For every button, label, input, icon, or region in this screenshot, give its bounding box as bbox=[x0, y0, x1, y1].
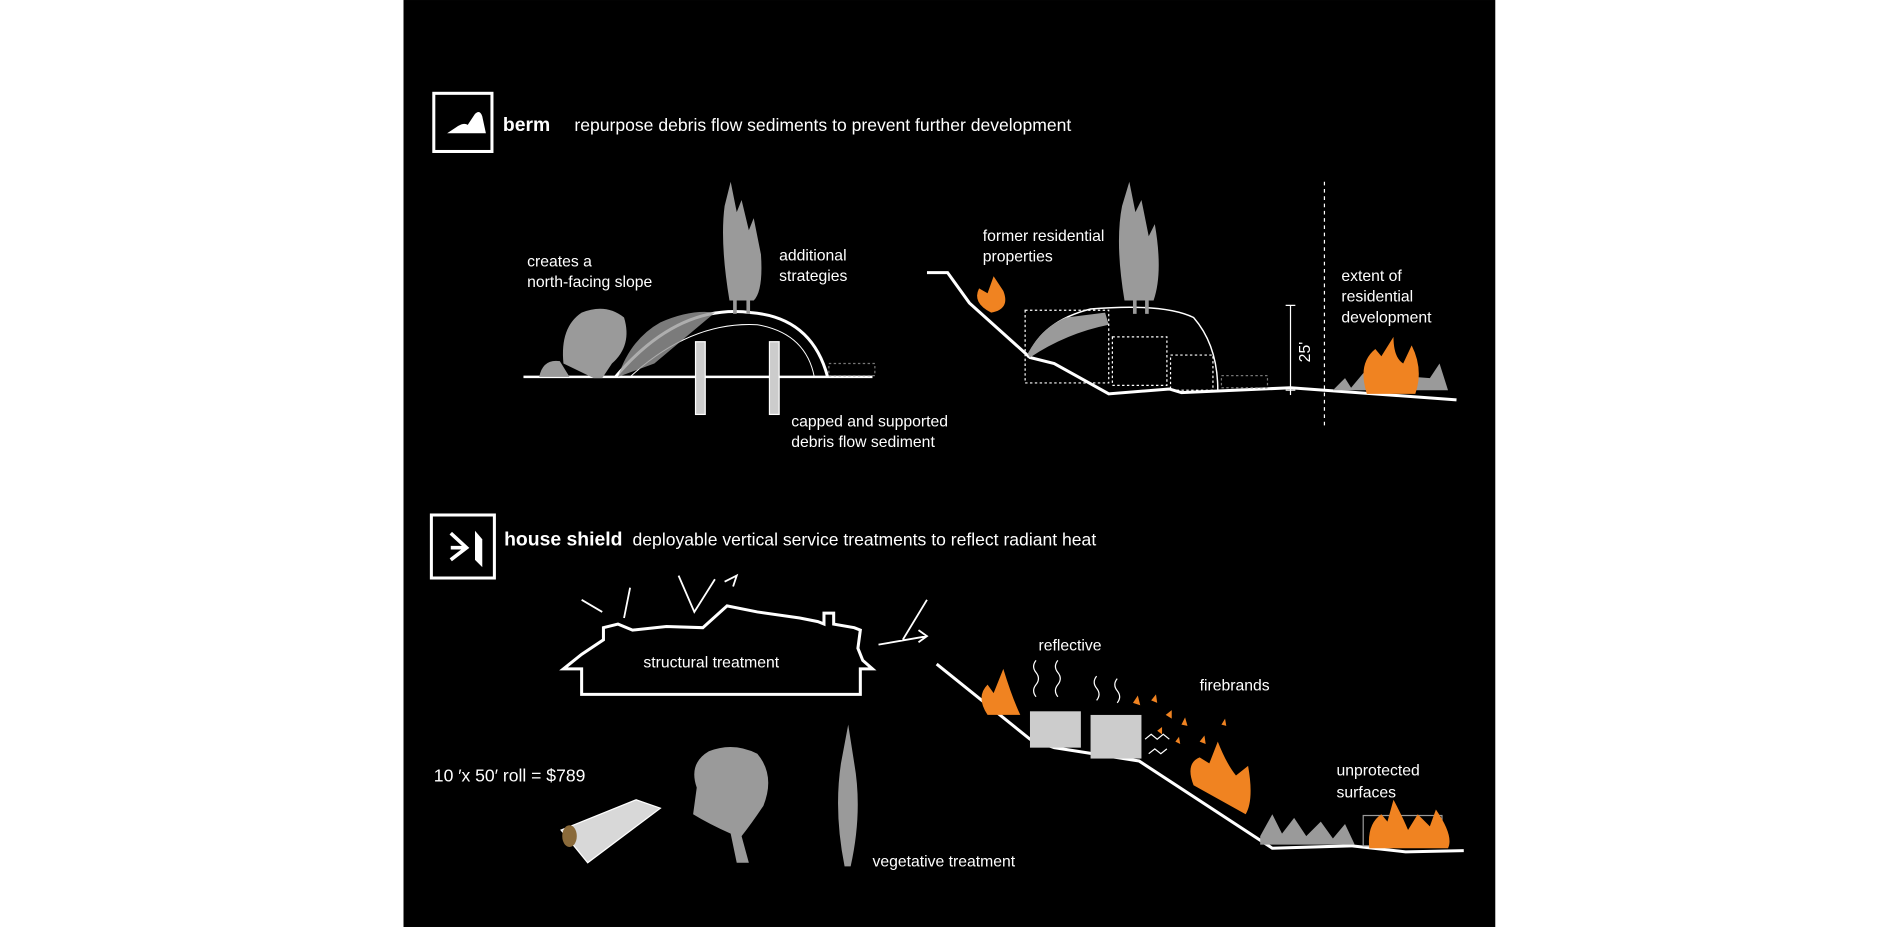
label-strategies-1: additional bbox=[779, 248, 846, 265]
fire-icon bbox=[981, 668, 1021, 715]
label-slope-1: creates a bbox=[527, 254, 592, 271]
label-extent-1: extent of bbox=[1341, 268, 1402, 285]
label-former-2: properties bbox=[983, 249, 1053, 266]
reflective-panel bbox=[1029, 711, 1081, 748]
cypress-tree-icon bbox=[838, 724, 858, 867]
tree-icon bbox=[693, 746, 769, 863]
reflection-arrows bbox=[581, 573, 929, 646]
shield-reflect-icon bbox=[429, 513, 496, 580]
cypress-tree-icon bbox=[1118, 181, 1159, 301]
support-pillar bbox=[768, 341, 780, 416]
label-vegetative: vegetative treatment bbox=[872, 853, 1015, 870]
berm-description: repurpose debris flow sediments to preve… bbox=[574, 115, 1071, 135]
house-outline bbox=[559, 573, 929, 696]
slope-section bbox=[935, 660, 1464, 854]
label-extent-3: development bbox=[1341, 309, 1432, 326]
support-pillar bbox=[694, 341, 706, 416]
label-former-1: former residential bbox=[983, 228, 1105, 245]
label-strategies-2: strategies bbox=[779, 268, 847, 285]
berm-icon bbox=[432, 91, 494, 153]
house-shield-description: deployable vertical service treatments t… bbox=[633, 529, 1097, 549]
label-dimension: 25' bbox=[1297, 342, 1314, 363]
house-shield-title: house shield bbox=[504, 528, 622, 550]
foil-roll-icon bbox=[560, 799, 662, 864]
label-extent-2: residential bbox=[1341, 289, 1413, 306]
label-firebrands: firebrands bbox=[1200, 678, 1270, 695]
heat-waves bbox=[1033, 660, 1121, 704]
label-unprotected-2: surfaces bbox=[1337, 784, 1397, 801]
reflective-panel bbox=[1090, 714, 1142, 759]
panel-background bbox=[403, 0, 1496, 927]
label-sediment-2: debris flow sediment bbox=[791, 434, 935, 451]
berm-title: berm bbox=[503, 114, 550, 136]
fire-icon bbox=[1363, 336, 1419, 394]
fire-icon bbox=[1368, 799, 1450, 849]
label-structural: structural treatment bbox=[643, 655, 779, 672]
label-sediment-1: capped and supported bbox=[791, 414, 948, 431]
label-unprotected-1: unprotected bbox=[1337, 763, 1420, 780]
berm-section-left bbox=[523, 181, 876, 416]
cypress-tree-icon bbox=[723, 181, 762, 301]
fire-icon bbox=[1190, 741, 1251, 815]
fire-icon bbox=[977, 276, 1006, 313]
label-reflective: reflective bbox=[1038, 638, 1101, 655]
berm-section-right bbox=[926, 181, 1457, 427]
shrub-icon bbox=[539, 308, 627, 379]
label-roll-price: 10 ′x 50′ roll = $789 bbox=[434, 766, 586, 786]
label-slope-2: north-facing slope bbox=[527, 274, 652, 291]
